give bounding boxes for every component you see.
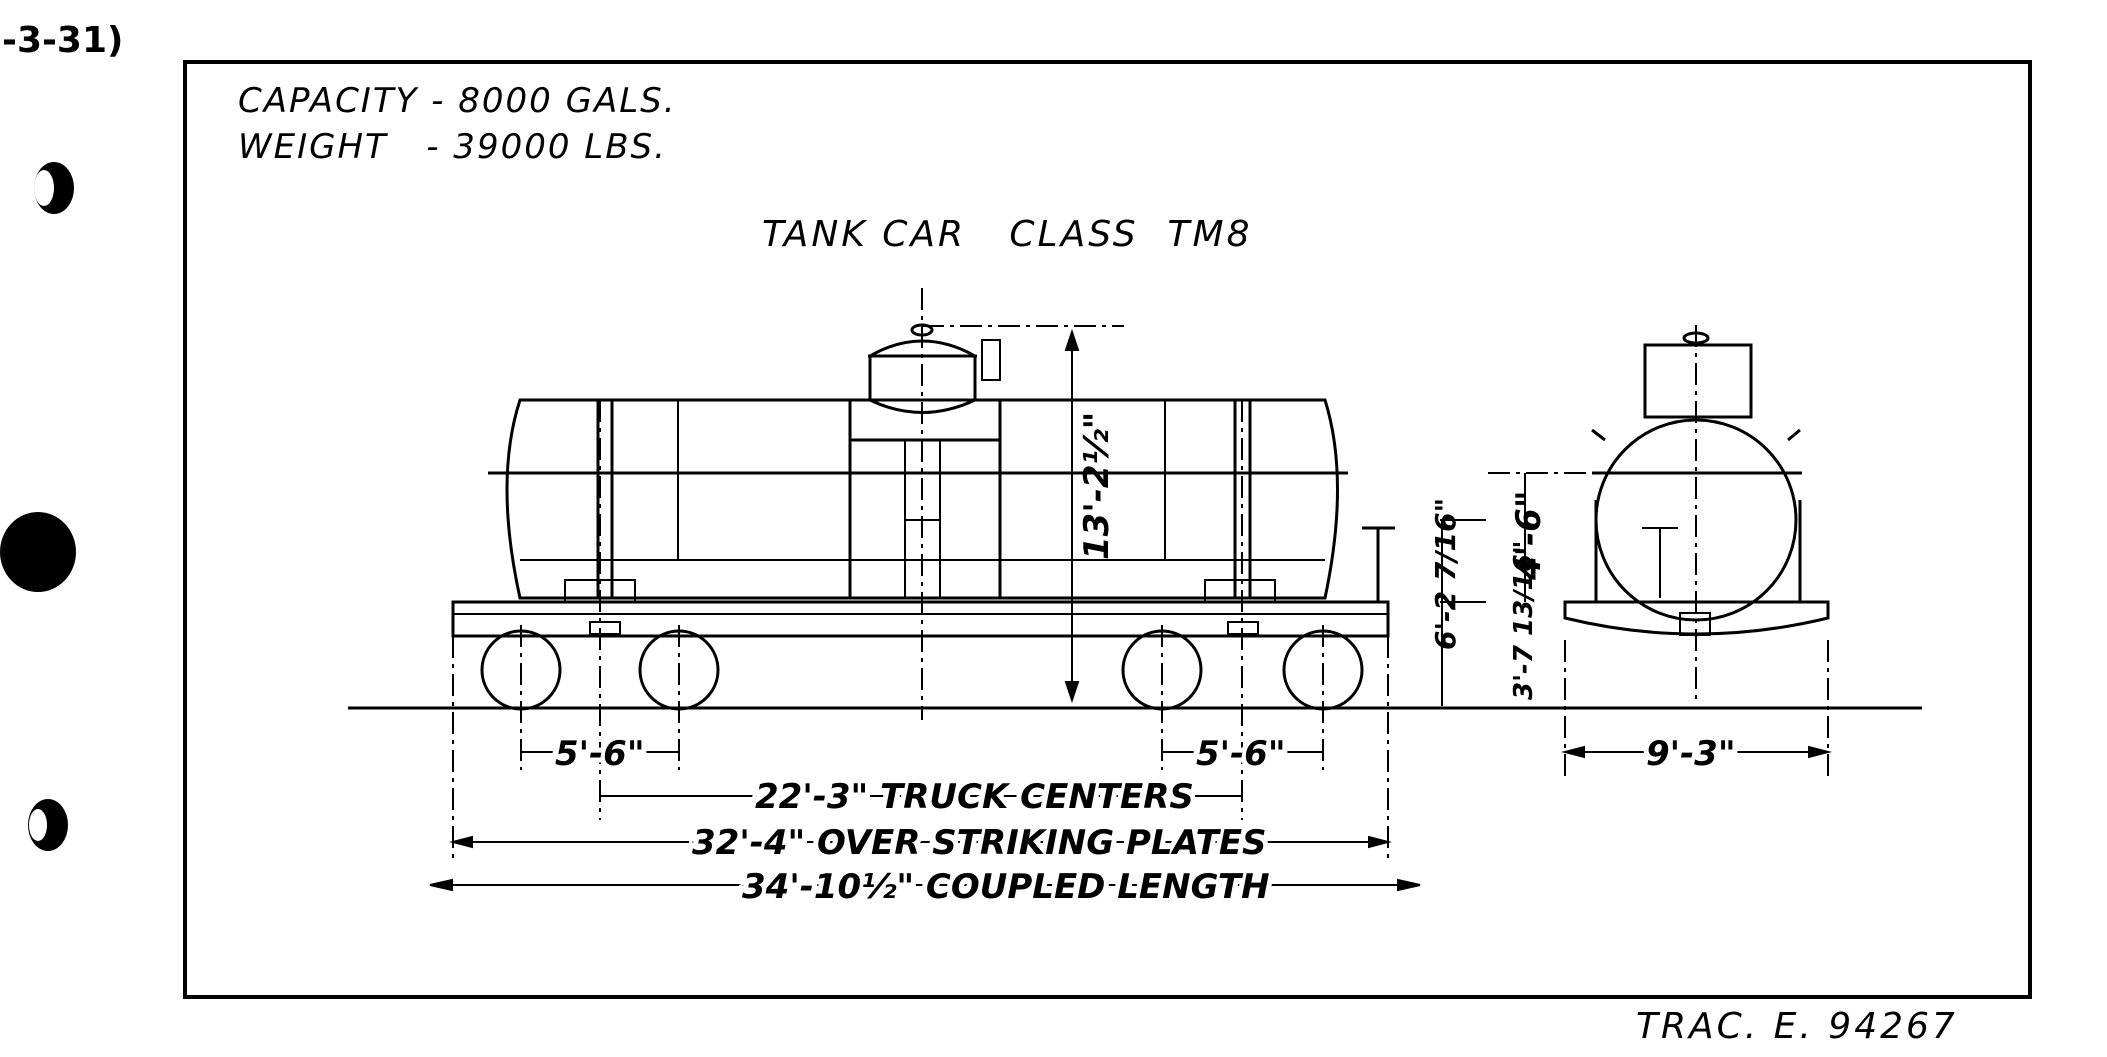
- drawing-border: [183, 60, 2032, 999]
- end-dome: [1643, 343, 1753, 419]
- dim-over-striking-plates: 32'-4" OVER STRIKING PLATES: [692, 823, 1267, 863]
- tank-body: [505, 398, 1339, 600]
- dim-running-board-height: 6'-2 7/16": [1429, 498, 1462, 650]
- dim-overall-height: 13'-2½": [1077, 412, 1117, 560]
- punch-holes: [0, 162, 76, 851]
- tracing-number: TRAC. E. 94267: [1636, 1006, 1958, 1047]
- end-bolster: [1563, 600, 1830, 636]
- dim-truck-centers: 22'-3" TRUCK CENTERS: [755, 777, 1194, 817]
- dim-wheelbase-left: 5'-6": [555, 734, 645, 774]
- dim-end-tank-height: 4'-6": [1509, 490, 1549, 581]
- dim-coupled-length: 34'-10½" COUPLED LENGTH: [742, 867, 1270, 907]
- drawing-title: TANK CAR CLASS TM8: [762, 214, 1252, 255]
- end-dimension-lines: [1524, 473, 1832, 759]
- end-elevation: [1563, 331, 1830, 636]
- capacity-note: CAPACITY - 8000 GALS.: [238, 81, 677, 121]
- side-elevation: [451, 323, 1395, 711]
- dim-wheelbase-right: 5'-6": [1196, 734, 1286, 774]
- dim-end-width: 9'-3": [1646, 734, 1736, 774]
- end-centerlines: [1488, 325, 1829, 780]
- weight-note: WEIGHT - 39000 LBS.: [238, 127, 667, 167]
- centerlines: [452, 288, 1389, 860]
- corner-mark: -3-31): [2, 20, 123, 61]
- side-dimension-lines: [429, 328, 1486, 892]
- underframe: [451, 600, 1390, 638]
